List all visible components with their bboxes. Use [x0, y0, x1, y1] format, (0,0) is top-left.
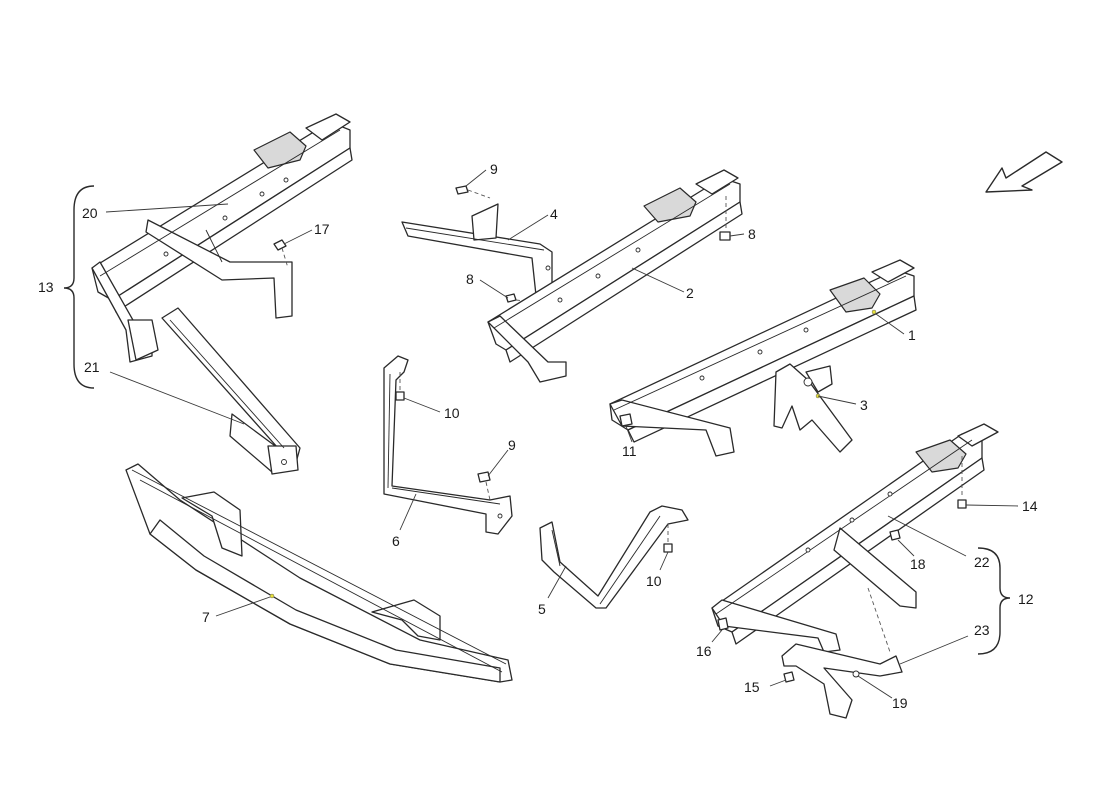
bolt-10-upper: [395, 372, 405, 401]
callout-15: 15: [744, 679, 760, 695]
callout-18: 18: [910, 556, 926, 572]
bolt-18: [889, 529, 901, 541]
callout-6: 6: [392, 533, 400, 549]
bracket-part-23: [781, 587, 903, 719]
leader-lines: [105, 169, 1019, 699]
bumper-beam-part-7: [125, 463, 513, 683]
diagonal-strut: [161, 307, 301, 475]
callout-4: 4: [550, 206, 558, 222]
frame-rail-part-2: [487, 169, 743, 383]
callout-9-top: 9: [490, 161, 498, 177]
bolt-15: [783, 671, 795, 683]
callout-12: 12: [1018, 591, 1034, 607]
callout-11: 11: [622, 443, 637, 459]
callout-16: 16: [696, 643, 712, 659]
callout-22: 22: [974, 554, 990, 570]
callout-17: 17: [314, 221, 330, 237]
callout-10-lower: 10: [646, 573, 662, 589]
bolt-8-right: [719, 196, 731, 241]
bolt-9-lower: [477, 471, 491, 501]
callout-2: 2: [686, 285, 694, 301]
callout-14: 14: [1022, 498, 1038, 514]
callout-8-mid: 8: [466, 271, 474, 287]
bracket-part-4: [401, 203, 553, 315]
bracket-part-3: [773, 363, 853, 453]
callout-8-right: 8: [748, 226, 756, 242]
frame-rail-part-22: [711, 423, 999, 653]
callout-1: 1: [908, 327, 916, 343]
frame-rail-part-1: [609, 259, 917, 457]
bolt-16: [717, 617, 729, 631]
bolt-17: [273, 239, 289, 269]
bolt-9-top: [455, 185, 491, 199]
callout-19: 19: [892, 695, 908, 711]
callout-20: 20: [82, 205, 98, 221]
bolt-14: [957, 456, 967, 509]
callout-5: 5: [538, 601, 546, 617]
callout-23: 23: [974, 622, 990, 638]
callout-10-upper: 10: [444, 405, 460, 421]
callout-7: 7: [202, 609, 210, 625]
callout-labels: 20 13 21 17 9 4 8 8 2 1 3 11 10 9 6 5 10…: [38, 161, 1038, 711]
callout-9-lower: 9: [508, 437, 516, 453]
bolt-11: [619, 413, 633, 427]
bolt-10-lower: [663, 524, 673, 553]
front-frame-rail-left: [91, 113, 353, 363]
group-bracket-12: [977, 547, 1011, 655]
bracket-part-5: [539, 505, 689, 609]
group-bracket-13: [63, 185, 95, 389]
bracket-part-6: [383, 355, 513, 535]
direction-arrow-icon: [985, 151, 1063, 193]
callout-13: 13: [38, 279, 54, 295]
callout-3: 3: [860, 397, 868, 413]
callout-21: 21: [84, 359, 100, 375]
